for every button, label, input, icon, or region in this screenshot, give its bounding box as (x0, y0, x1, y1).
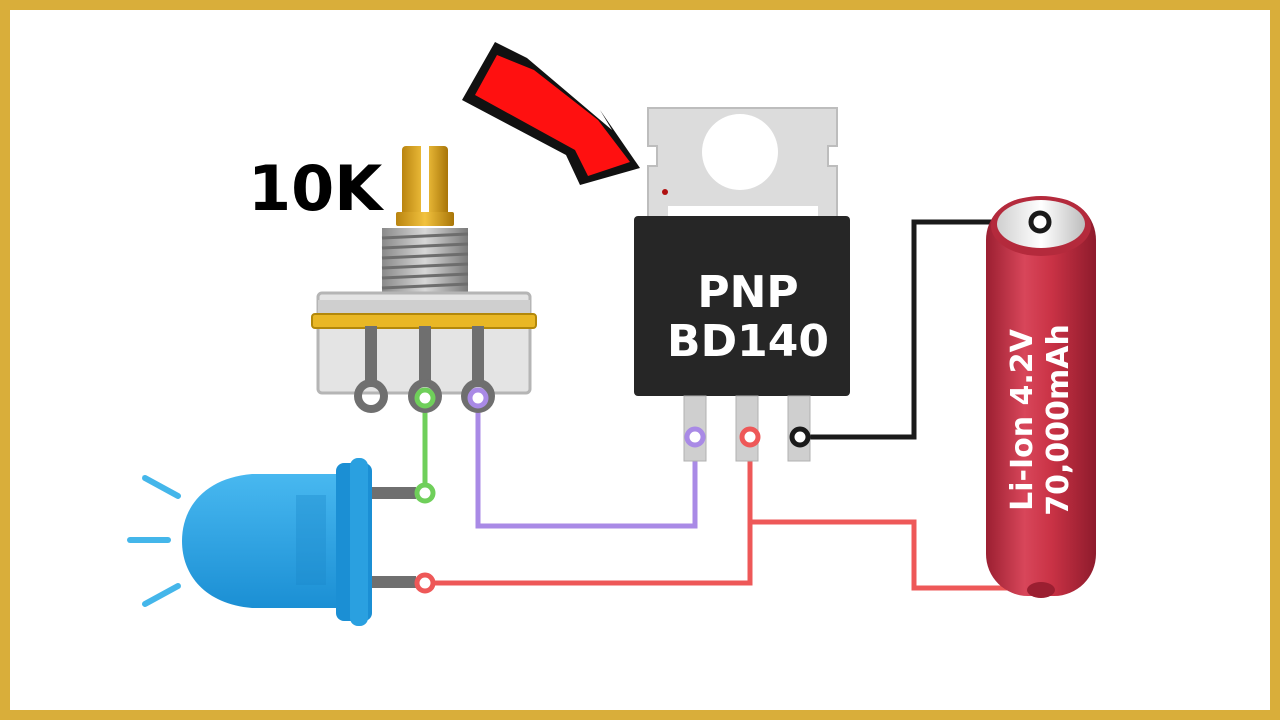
led (127, 458, 416, 626)
wire-red-battery (750, 519, 1040, 591)
terminal-pot-right (467, 387, 489, 409)
transistor-model-label: BD140 (667, 316, 829, 367)
wire-black (800, 219, 1040, 440)
terminal-battery-positive (1028, 210, 1052, 234)
transistor-type-label: PNP (697, 267, 798, 318)
potentiometer-value-label: 10K (248, 152, 384, 225)
transistor (634, 107, 850, 462)
terminals (414, 210, 1052, 594)
terminal-led-top (414, 482, 436, 504)
potentiometer (311, 146, 537, 413)
battery-chemistry-label: Li-Ion 4.2V (1005, 328, 1040, 511)
terminal-pot-wiper (414, 387, 436, 409)
terminal-transistor-collector (739, 426, 761, 448)
wires (422, 219, 1040, 591)
terminal-led-bottom (414, 572, 436, 594)
battery-capacity-label: 70,000mAh (1041, 324, 1076, 516)
terminal-transistor-emitter (789, 426, 811, 448)
terminal-transistor-base (684, 426, 706, 448)
wire-purple (475, 398, 698, 529)
wire-red-led (425, 437, 753, 586)
pointer-arrow (462, 42, 640, 185)
